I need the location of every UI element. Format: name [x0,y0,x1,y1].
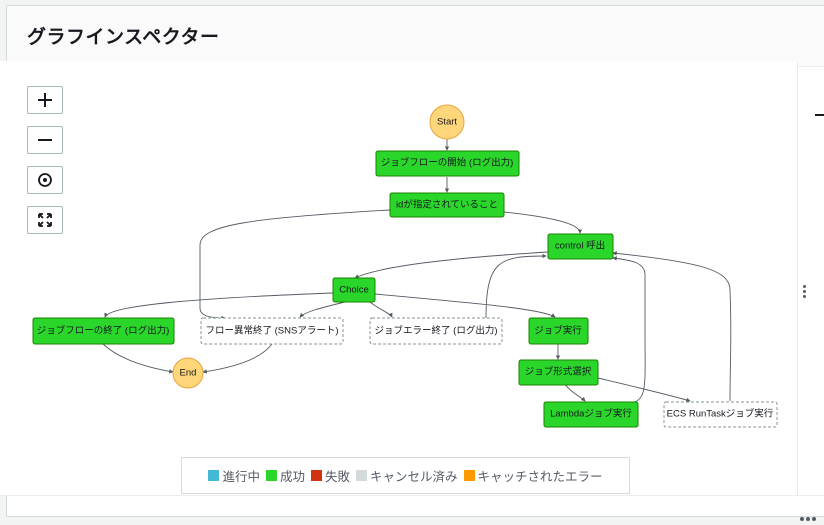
legend-label: 進行中 [222,470,260,484]
node-ecs-job[interactable]: ECS RunTaskジョブ実行 [663,401,778,428]
svg-text:ジョブフローの終了 (ログ出力): ジョブフローの終了 (ログ出力) [37,325,169,337]
panel-divider [797,61,798,495]
legend-label: キャンセル済み [370,470,458,484]
legend-item-caught-error: キャッチされたエラー [463,466,603,485]
svg-text:ジョブ実行: ジョブ実行 [534,325,582,337]
node-job-exec[interactable]: ジョブ実行 [528,317,589,345]
svg-text:End: End [180,368,197,379]
svg-text:ECS RunTaskジョブ実行: ECS RunTaskジョブ実行 [667,408,774,420]
status-legend: 進行中 成功 失敗 キャンセル済み キャッチされたエラー [181,457,630,494]
node-flow-error[interactable]: フロー異常終了 (SNSアラート) [200,317,344,345]
center-target-icon [38,173,52,187]
fit-to-screen-button[interactable] [27,206,63,234]
legend-item-cancelled: キャンセル済み [356,466,458,485]
svg-text:Start: Start [437,117,457,128]
node-log-end[interactable]: ジョブフローの終了 (ログ出力) [32,317,175,345]
center-button[interactable] [27,166,63,194]
svg-text:ジョブフローの開始 (ログ出力): ジョブフローの開始 (ログ出力) [381,157,513,169]
node-control[interactable]: control 呼出 [547,233,614,260]
node-job-error[interactable]: ジョブエラー終了 (ログ出力) [369,317,503,345]
legend-swatch [265,470,277,481]
legend-swatch [463,470,475,481]
legend-item-succeeded: 成功 [265,466,305,485]
node-start[interactable]: Start [429,104,465,140]
resize-handle-icon[interactable] [803,285,807,299]
more-options-icon[interactable] [800,506,820,521]
panel-title: グラフインスペクター [27,26,220,48]
legend-label: 成功 [279,470,305,484]
node-choice[interactable]: Choice [332,277,376,303]
graph-edges [102,139,732,405]
node-lambda-job[interactable]: Lambdaジョブ実行 [543,401,639,428]
svg-text:ジョブエラー終了 (ログ出力): ジョブエラー終了 (ログ出力) [375,325,498,337]
panel-header: グラフインスペクター [7,6,824,67]
node-job-type[interactable]: ジョブ形式選択 [518,359,599,386]
node-log-start[interactable]: ジョブフローの開始 (ログ出力) [375,150,520,177]
bottom-divider [0,495,824,496]
svg-text:Lambdaジョブ実行: Lambdaジョブ実行 [550,408,632,420]
svg-text:フロー異常終了 (SNSアラート): フロー異常終了 (SNSアラート) [205,325,338,337]
legend-item-in-progress: 進行中 [208,466,260,485]
legend-swatch [356,470,367,481]
plus-icon [38,93,52,107]
svg-text:idが指定されていること: idが指定されていること [396,199,498,211]
legend-item-failed: 失敗 [310,466,350,485]
side-panel-edge [815,114,824,116]
legend-swatch [310,470,322,481]
zoom-in-button[interactable] [27,86,63,114]
zoom-out-button[interactable] [27,126,63,154]
node-end[interactable]: End [172,357,204,389]
minus-icon [38,139,52,141]
svg-text:control 呼出: control 呼出 [555,240,605,252]
expand-icon [38,213,52,227]
legend-label: キャッチされたエラー [477,470,603,484]
svg-text:Choice: Choice [339,285,369,296]
legend-label: 失敗 [324,470,350,484]
svg-text:ジョブ形式選択: ジョブ形式選択 [525,366,592,378]
legend-swatch [208,470,220,481]
node-id-check[interactable]: idが指定されていること [389,192,505,218]
